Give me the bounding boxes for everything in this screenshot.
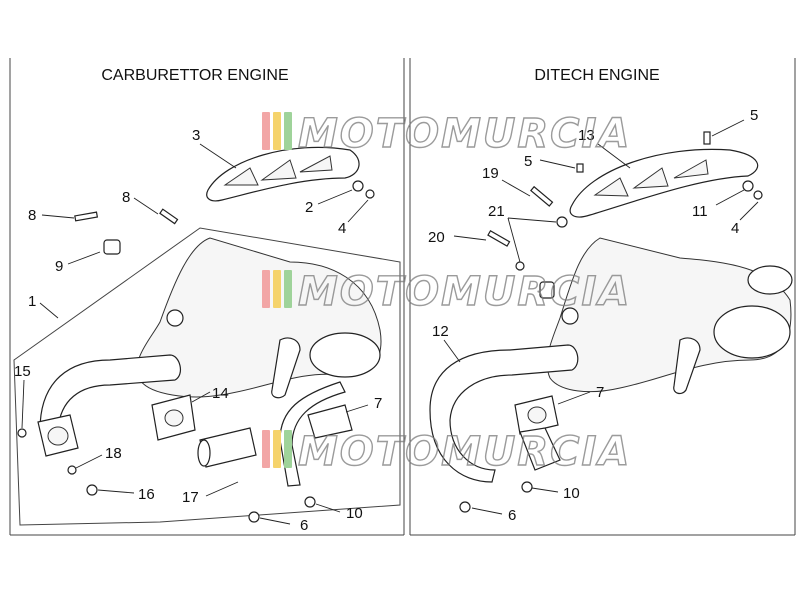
bolt-15 bbox=[17, 428, 27, 438]
callout-3: 3 bbox=[192, 127, 200, 144]
nut-10-left bbox=[304, 496, 316, 508]
bolt-20 bbox=[487, 229, 511, 247]
header-pipe bbox=[39, 354, 182, 431]
watermark-stripe-red bbox=[262, 270, 270, 308]
svg-text:MOTOMURCIA: MOTOMURCIA bbox=[298, 111, 631, 157]
callout-r7: 7 bbox=[596, 384, 604, 401]
callout-r13: 13 bbox=[578, 127, 595, 144]
nut-10-right bbox=[521, 481, 533, 493]
callout-r10: 10 bbox=[563, 485, 580, 502]
right-panel-title: DITECH ENGINE bbox=[534, 67, 659, 84]
callout-r5b: 5 bbox=[524, 153, 532, 170]
washer-18 bbox=[67, 465, 77, 475]
bolt-8b bbox=[159, 208, 179, 225]
nut-16 bbox=[86, 484, 98, 496]
watermark-1: MOTOMURCIA bbox=[262, 110, 631, 158]
bolt-6-left bbox=[248, 511, 260, 523]
callout-4: 4 bbox=[338, 220, 346, 237]
left-leaders bbox=[21, 143, 369, 525]
bracket-7-left bbox=[279, 381, 346, 487]
callout-18: 18 bbox=[105, 445, 122, 462]
watermark-stripe-red bbox=[262, 112, 270, 150]
callout-8b: 8 bbox=[122, 189, 130, 206]
callout-r19: 19 bbox=[482, 165, 499, 182]
callout-14: 14 bbox=[212, 385, 229, 402]
callout-8a: 8 bbox=[28, 207, 36, 224]
callout-7: 7 bbox=[374, 395, 382, 412]
watermark-stripe-yellow bbox=[273, 270, 281, 308]
callout-15: 15 bbox=[14, 363, 31, 380]
right-callouts: 4 5 5 6 7 10 11 12 13 19 20 21 bbox=[428, 107, 758, 524]
callout-r4: 4 bbox=[731, 220, 739, 237]
callout-17: 17 bbox=[182, 489, 199, 506]
callout-r20: 20 bbox=[428, 229, 445, 246]
watermark-stripe-green bbox=[284, 270, 292, 308]
panel-frames bbox=[9, 58, 796, 536]
watermark-stripe-yellow bbox=[273, 430, 281, 468]
right-leaders bbox=[443, 119, 759, 515]
watermark-2: MOTOMURCIA bbox=[262, 268, 631, 316]
callout-r12: 12 bbox=[432, 323, 449, 340]
left-panel-title: CARBURETTOR ENGINE bbox=[101, 67, 288, 84]
watermark-3: MOTOMURCIA bbox=[262, 428, 631, 476]
watermark-stripe-green bbox=[284, 430, 292, 468]
callout-6: 6 bbox=[300, 517, 308, 534]
nut-4-right bbox=[753, 190, 763, 200]
callout-r11: 11 bbox=[692, 203, 708, 220]
bolt-5-mid bbox=[576, 163, 584, 173]
nut-4 bbox=[365, 189, 375, 199]
callout-1: 1 bbox=[28, 293, 36, 310]
callout-16: 16 bbox=[138, 486, 155, 503]
bolt-19 bbox=[530, 185, 554, 207]
svg-text:MOTOMURCIA: MOTOMURCIA bbox=[298, 429, 631, 475]
bolt-8a bbox=[74, 211, 99, 222]
left-callouts: 1 2 3 4 6 7 8 8 9 10 14 15 16 17 18 bbox=[14, 127, 382, 534]
header-pipe-12 bbox=[429, 344, 579, 483]
bolt-6-right bbox=[459, 501, 471, 513]
washer-11 bbox=[742, 180, 754, 192]
watermark-stripe-yellow bbox=[273, 112, 281, 150]
callout-2: 2 bbox=[305, 199, 313, 216]
callout-r6: 6 bbox=[508, 507, 516, 524]
bolt-5-top bbox=[703, 131, 711, 145]
left-assembly bbox=[13, 143, 401, 526]
callout-r21: 21 bbox=[488, 203, 505, 220]
washer-2 bbox=[352, 180, 364, 192]
right-assembly bbox=[429, 119, 793, 515]
watermark-stripe-green bbox=[284, 112, 292, 150]
left-assembly-outline bbox=[13, 227, 401, 526]
washer-21a bbox=[556, 216, 568, 228]
callout-r5a: 5 bbox=[750, 107, 758, 124]
callout-9: 9 bbox=[55, 258, 63, 275]
spacer-9 bbox=[103, 239, 121, 255]
callout-10: 10 bbox=[346, 505, 363, 522]
svg-text:MOTOMURCIA: MOTOMURCIA bbox=[298, 269, 631, 315]
watermark-stripe-red bbox=[262, 430, 270, 468]
